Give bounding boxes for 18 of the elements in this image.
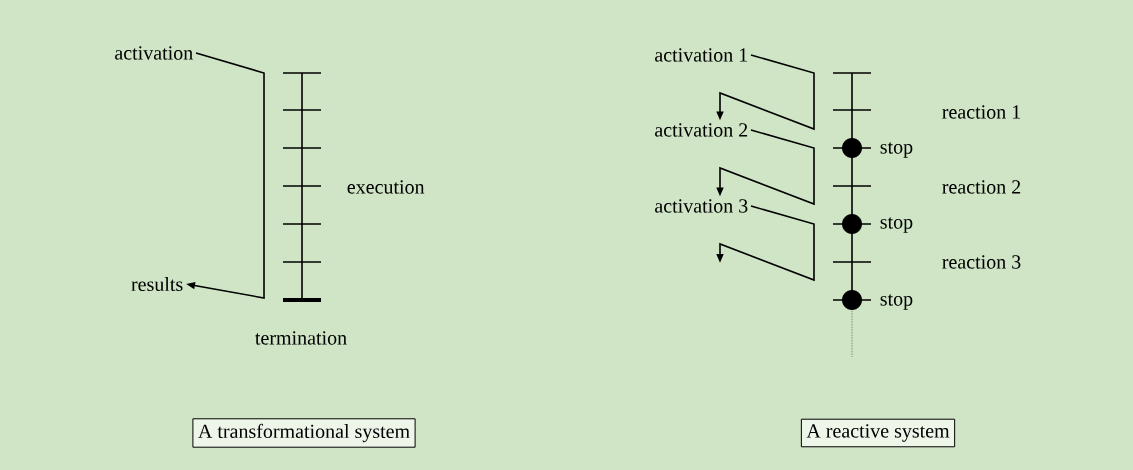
text-label: stop [880, 142, 913, 158]
caption-box: A reactive system [800, 418, 956, 448]
text-label: stop [880, 294, 913, 310]
text-label: execution [347, 180, 425, 194]
text-label: reaction 1 [942, 105, 1020, 119]
arrow [716, 205, 815, 282]
text-label: stop [880, 217, 913, 233]
caption-box: A transformational system [192, 418, 416, 448]
text-label: termination [255, 331, 347, 345]
text-label: reaction 2 [942, 180, 1021, 194]
node-label: activation 2 [655, 123, 748, 137]
node-label: activation [115, 46, 193, 60]
node-label: activation 1 [655, 48, 747, 62]
arrow [716, 129, 815, 206]
arrow [716, 54, 815, 131]
text-label: reaction 3 [942, 255, 1021, 269]
node-label: results [131, 276, 183, 291]
node-label: activation 3 [655, 199, 748, 213]
